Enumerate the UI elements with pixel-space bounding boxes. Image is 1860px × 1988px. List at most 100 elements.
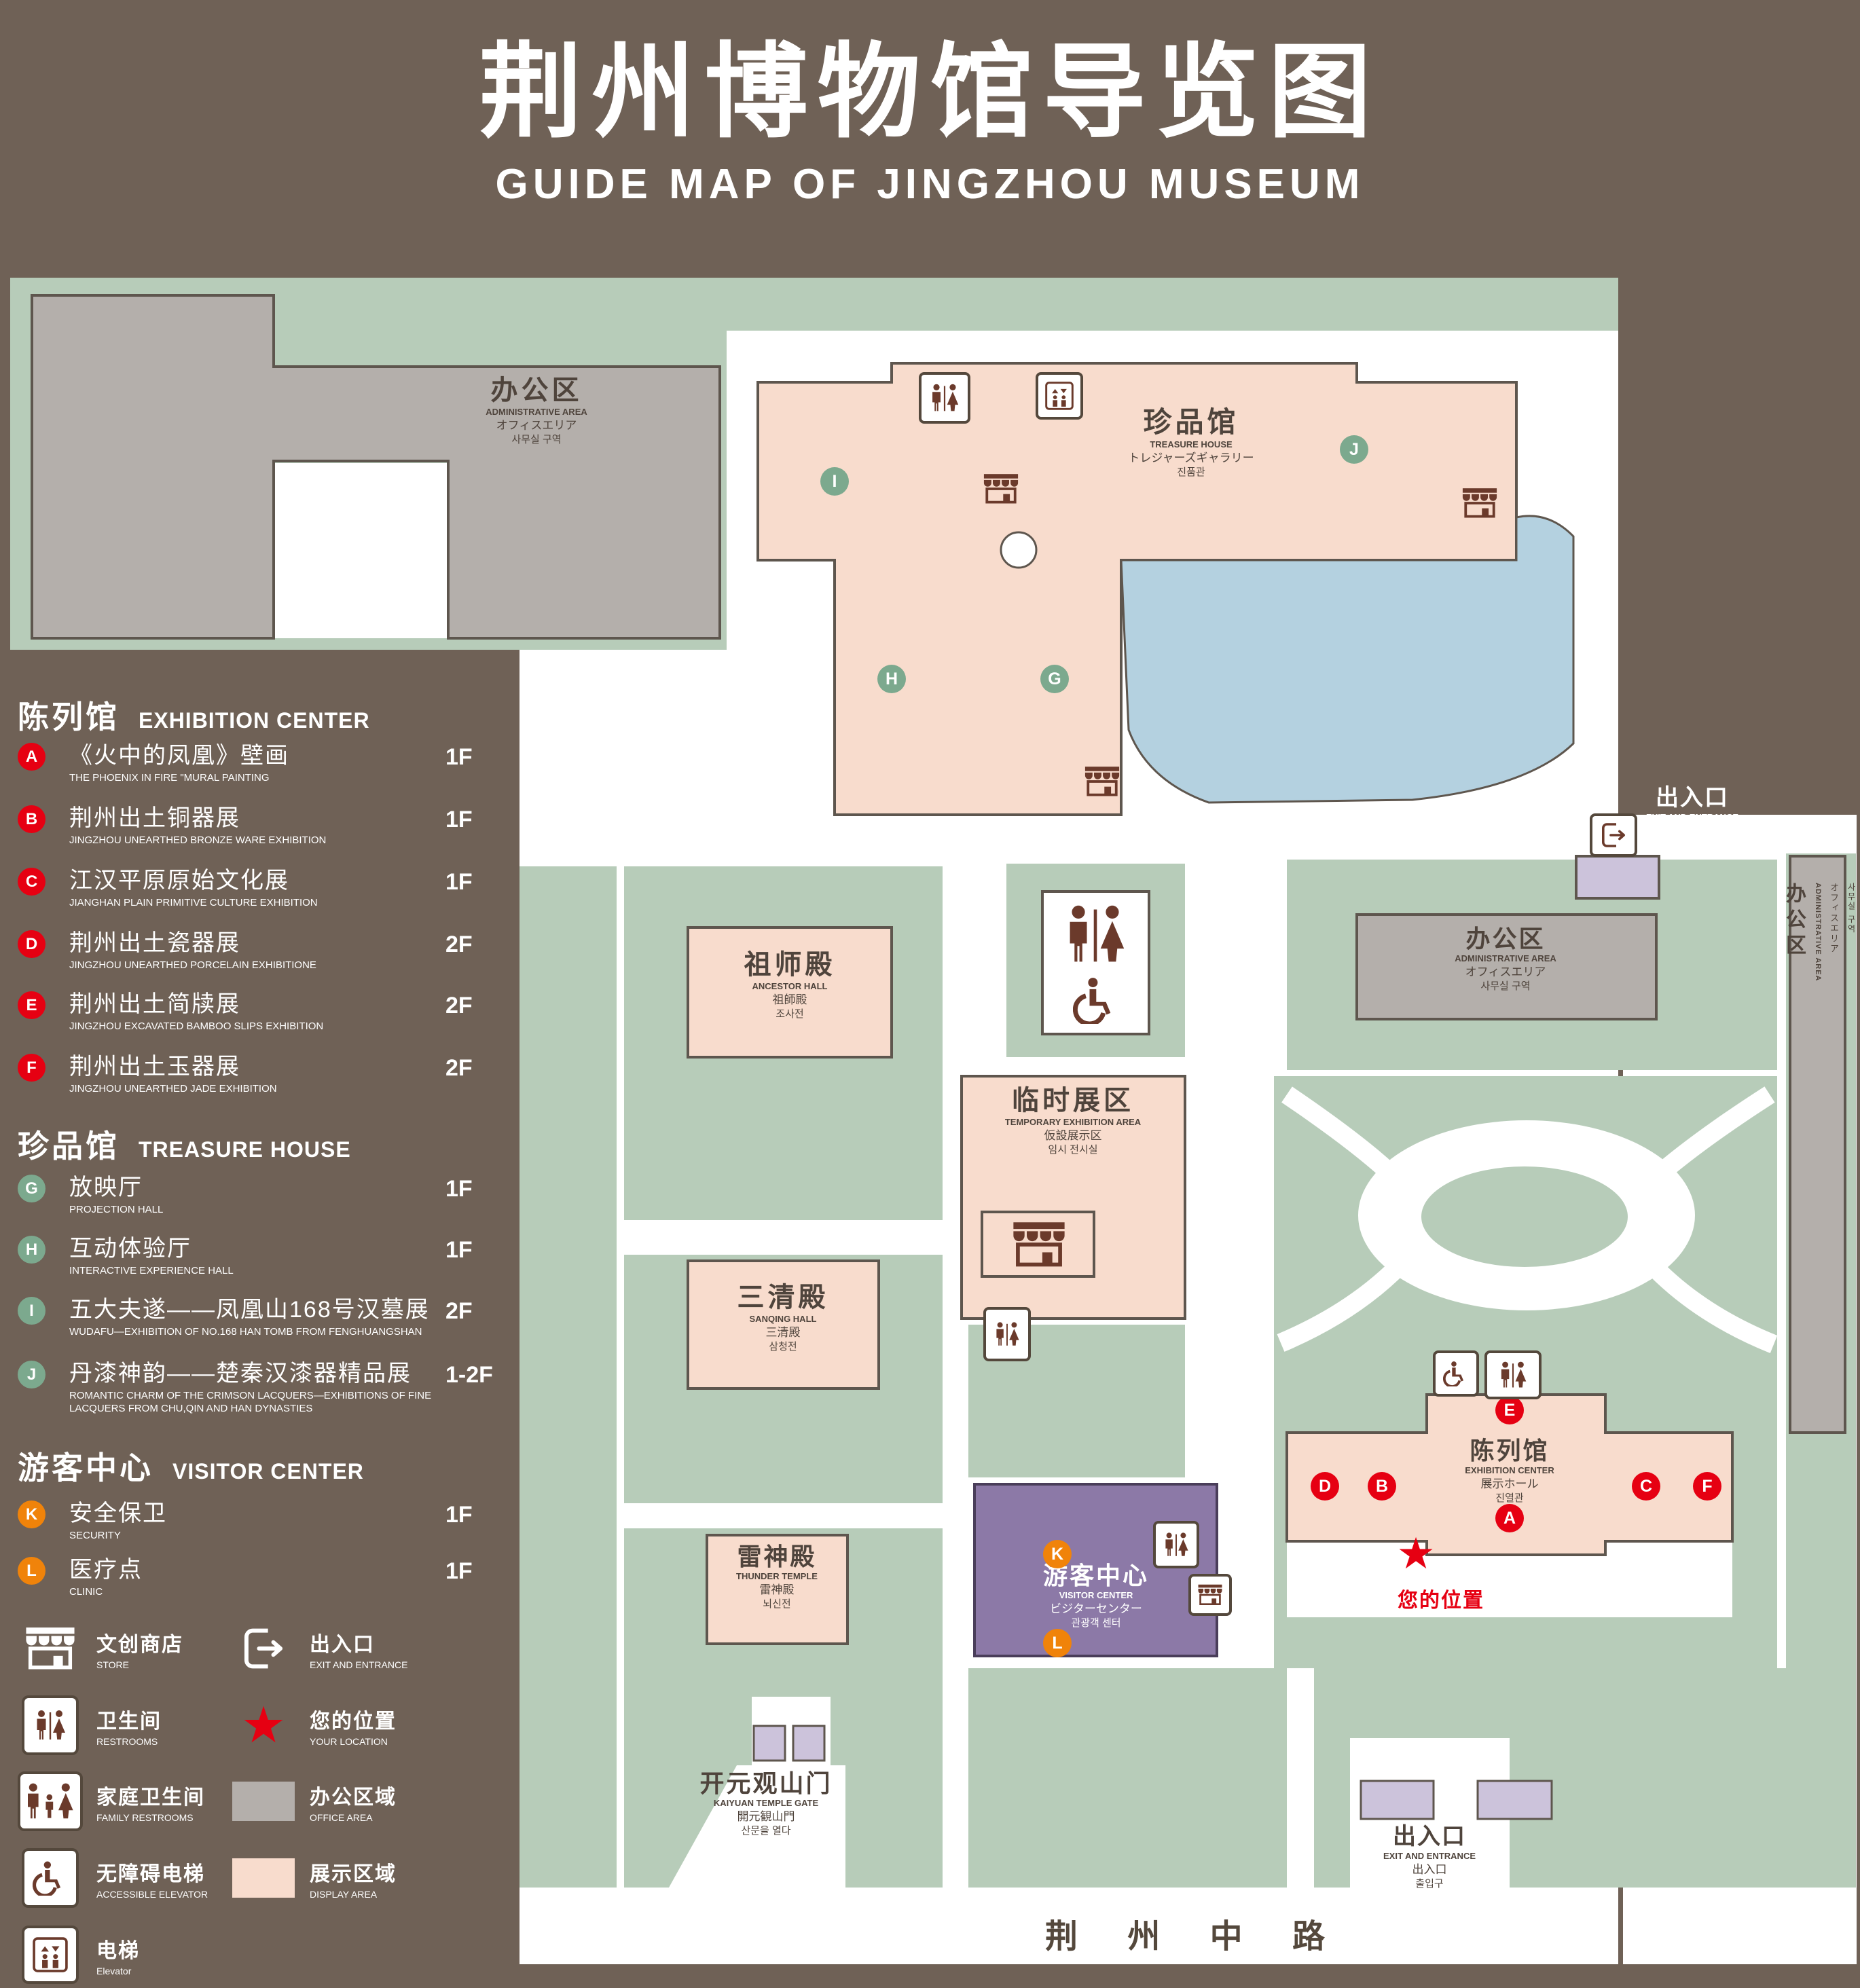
building-label-sanqing-hall: 三清殿 SANQING HALL 三清殿 삼청전 — [737, 1283, 829, 1352]
ancestor-hall-building — [687, 926, 893, 1059]
store-icon — [1082, 765, 1122, 798]
map-marker-c: C — [1632, 1472, 1660, 1501]
building-label-admin-top: 办公区 ADMINISTRATIVE AREA オフィスエリア 사무실 구역 — [486, 375, 587, 445]
store-icon — [1010, 1219, 1068, 1270]
floor-label: 2F — [445, 932, 473, 957]
marker-badge-g: G — [18, 1175, 45, 1202]
label-exit-top: 出入口 EXIT AND ENTRANCE 出入口 출입구 — [1645, 785, 1739, 851]
label-exit-bottom: 出入口 EXIT AND ENTRANCE 出入口 출입구 — [1383, 1824, 1476, 1890]
map-marker-d: D — [1311, 1472, 1339, 1501]
marker-badge-c: C — [18, 868, 45, 896]
family-restroom-icon — [18, 1771, 83, 1831]
marker-badge-h: H — [18, 1236, 45, 1264]
marker-badge-e: E — [18, 991, 45, 1019]
legend-item-g: G 放映厅 PROJECTION HALL 1F — [18, 1175, 501, 1217]
building-label-exhibition-center: 陈列馆 EXHIBITION CENTER 展示ホール 진열관 — [1465, 1437, 1554, 1505]
legend-item-l: L 医疗点 CLINIC 1F — [18, 1557, 501, 1599]
thunder-temple-building — [706, 1534, 849, 1645]
marker-badge-k: K — [18, 1501, 45, 1528]
building-label-thunder-temple: 雷神殿 THUNDER TEMPLE 雷神殿 뇌신전 — [736, 1543, 818, 1610]
building-label-visitor-center: 游客中心 VISITOR CENTER ビジターセンター 관광객 센터 — [1042, 1562, 1150, 1630]
temporary-exhibition-building — [960, 1075, 1186, 1320]
location-star-icon: ★ — [240, 1697, 287, 1753]
map-marker-f: F — [1693, 1472, 1721, 1501]
elevator-icon — [1036, 372, 1083, 420]
admin-mid-building — [1355, 913, 1658, 1020]
map-marker-a: A — [1495, 1504, 1524, 1532]
floor-label: 2F — [445, 1298, 473, 1324]
floor-label: 1F — [445, 1558, 473, 1584]
floor-label: 1F — [445, 1502, 473, 1528]
exhibition-center-building — [1285, 1393, 1734, 1556]
legend-item-h: H 互动体验厅 INTERACTIVE EXPERIENCE HALL 1F — [18, 1236, 501, 1278]
page-title: 荆州博物馆导览图 — [479, 35, 1381, 150]
restroom-icon — [1484, 1350, 1542, 1399]
road-label: 荆 州 中 路 — [1044, 1919, 1346, 1955]
building-label-ancestor-hall: 祖师殿 ANCESTOR HALL 祖師殿 조사전 — [744, 950, 836, 1020]
office-area-swatch — [231, 1773, 296, 1830]
store-icon — [1188, 1574, 1232, 1616]
store-icon — [981, 472, 1021, 506]
map-marker-e: E — [1495, 1396, 1524, 1424]
exit-bottom-structure — [1360, 1780, 1435, 1820]
label-gate: 开元观山门 KAIYUAN TEMPLE GATE 開元観山門 산문을 열다 — [699, 1769, 833, 1837]
your-location-label: 您的位置 — [1398, 1589, 1484, 1612]
your-location-star-icon: ★ — [1396, 1529, 1436, 1578]
floor-label: 1F — [445, 744, 473, 770]
legend-item-d: D 荆州出土瓷器展 JINGZHOU UNEARTHED PORCELAIN E… — [18, 930, 501, 972]
floor-label: 1F — [445, 869, 473, 895]
map-marker-g: G — [1040, 665, 1069, 693]
exit-icon — [1590, 813, 1637, 857]
marker-badge-a: A — [18, 743, 45, 771]
legend-item-i: I 五大夫遂——凤凰山168号汉墓展 WUDAFU—EXHIBITION OF … — [18, 1297, 501, 1339]
legend-item-f: F 荆州出土玉器展 JINGZHOU UNEARTHED JADE EXHIBI… — [18, 1054, 501, 1096]
legend-item-b: B 荆州出土铜器展 JINGZHOU UNEARTHED BRONZE WARE… — [18, 805, 501, 847]
floor-label: 1F — [445, 1176, 473, 1202]
marker-badge-i: I — [18, 1297, 45, 1325]
elevator-icon — [18, 1926, 83, 1984]
accessible-elevator-icon — [18, 1848, 83, 1908]
legend-item-e: E 荆州出土简牍展 JINGZHOU EXCAVATED BAMBOO SLIP… — [18, 991, 501, 1033]
gate-structure — [752, 1725, 786, 1762]
map-marker-k: K — [1043, 1540, 1072, 1568]
floor-label: 1F — [445, 807, 473, 832]
marker-badge-j: J — [18, 1361, 45, 1388]
restroom-icon — [18, 1695, 83, 1755]
building-label-admin-right: 办公区 ADMINISTRATIVE AREA オフィスエリア 사무실 구역 — [1783, 883, 1856, 982]
floor-label: 2F — [445, 1055, 473, 1081]
floor-label: 2F — [445, 993, 473, 1018]
marker-badge-b: B — [18, 805, 45, 833]
floor-label: 1-2F — [445, 1362, 493, 1388]
marker-badge-d: D — [18, 930, 45, 958]
gate-structure — [792, 1725, 826, 1762]
building-label-treasure-house: 珍品馆 TREASURE HOUSE トレジャーズギャラリー 진품관 — [1128, 406, 1254, 478]
admin-right-building — [1789, 855, 1846, 1434]
map-marker-i: I — [820, 467, 849, 496]
marker-badge-l: L — [18, 1557, 45, 1585]
restroom-icon — [919, 372, 970, 424]
accessible-icon — [1072, 975, 1122, 1025]
legend-item-j: J 丹漆神韵——楚秦汉漆器精品展 ROMANTIC CHARM OF THE C… — [18, 1361, 501, 1416]
landscape-green — [10, 278, 1856, 1888]
map-marker-l: L — [1043, 1629, 1072, 1657]
map-marker-j: J — [1340, 435, 1368, 464]
restroom-icon — [1058, 902, 1133, 967]
restroom-icon — [983, 1307, 1031, 1361]
admin-top-building — [31, 294, 721, 640]
treasure-house-building — [756, 362, 1518, 816]
exit-icon — [231, 1620, 296, 1677]
exit-top-structure — [1575, 855, 1660, 900]
map-marker-h: H — [877, 665, 906, 693]
store-icon — [1460, 486, 1499, 520]
